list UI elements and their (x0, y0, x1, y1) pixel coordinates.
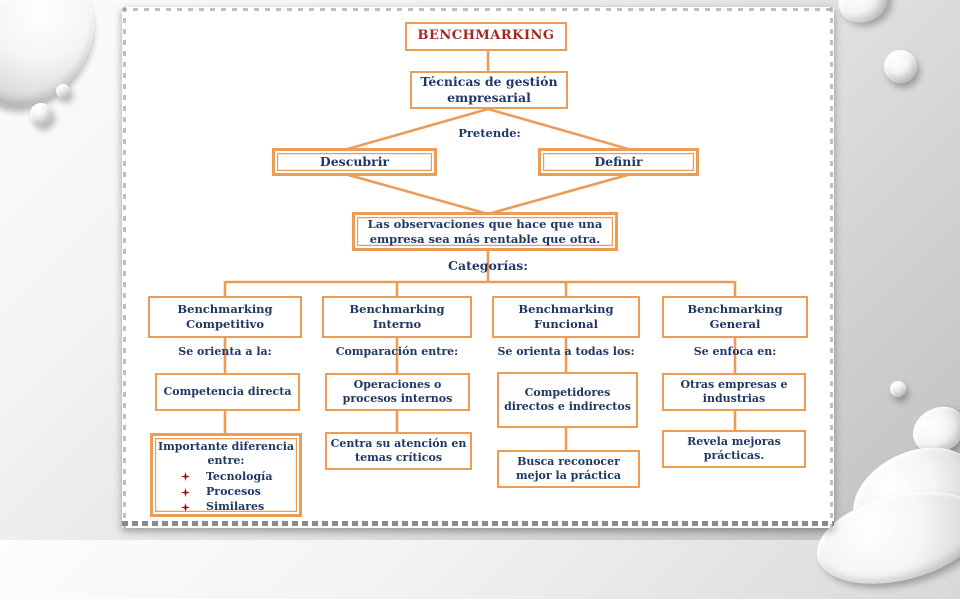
detail-heading: Importante diferencia entre: (157, 440, 295, 468)
subtitle-funcional: Se orienta a todas los: (497, 345, 635, 358)
list-item: Similares (157, 500, 295, 514)
node-definition: Técnicas de gestión empresarial (410, 71, 568, 109)
water-drop-decoration (0, 0, 119, 130)
list-item: Procesos (157, 485, 295, 499)
list-item-label: Procesos (206, 484, 261, 498)
torn-edge-top (122, 8, 834, 11)
node-header-competitivo: Benchmarking Competitivo (148, 296, 302, 338)
torn-edge-right (830, 7, 833, 528)
node-header-interno: Benchmarking Interno (322, 296, 472, 338)
subtitle-interno: Comparación entre: (335, 345, 459, 358)
water-drop-decoration (884, 50, 917, 83)
node-detail-funcional: Busca reconocer mejor la práctica (497, 450, 640, 488)
subtitle-competitivo: Se orienta a la: (178, 345, 272, 358)
node-focus-interno: Operaciones o procesos internos (325, 373, 470, 411)
torn-edge-left (123, 7, 126, 528)
list-item: Tecnología (157, 470, 295, 484)
slide-page: BENCHMARKING Técnicas de gestión empresa… (122, 7, 834, 528)
node-header-funcional: Benchmarking Funcional (492, 296, 640, 338)
node-detail-competitivo: Importante diferencia entre: Tecnología … (150, 433, 302, 517)
node-detail-interno: Centra su atención en temas críticos (325, 432, 472, 470)
node-detail-general: Revela mejoras prácticas. (662, 430, 806, 468)
water-drop-decoration (56, 84, 70, 98)
arrow-bullet-icon (181, 502, 190, 512)
categories-label: Categorías: (448, 258, 528, 273)
node-benchmarking-title: BENCHMARKING (405, 22, 567, 51)
water-drop-decoration (890, 381, 906, 397)
node-definir: Definir (538, 148, 699, 176)
node-header-general: Benchmarking General (662, 296, 808, 338)
list-item-label: Tecnología (206, 469, 273, 483)
connector-lines (223, 51, 737, 450)
arrow-bullet-icon (181, 487, 190, 497)
water-drop-decoration (832, 0, 894, 30)
node-focus-general: Otras empresas e industrias (662, 373, 806, 411)
list-item-label: Similares (206, 500, 265, 514)
torn-edge-bottom (122, 521, 834, 526)
subtitle-general: Se enfoca en: (693, 345, 777, 358)
arrow-bullet-icon (181, 472, 190, 482)
node-focus-competitivo: Competencia directa (155, 373, 300, 411)
water-drop-decoration (30, 103, 52, 125)
node-observation: Las observaciones que hace que una empre… (352, 212, 618, 251)
node-focus-funcional: Competidores directos e indirectos (497, 372, 638, 428)
node-descubrir: Descubrir (272, 148, 437, 176)
intent-label: Pretende: (458, 126, 521, 140)
